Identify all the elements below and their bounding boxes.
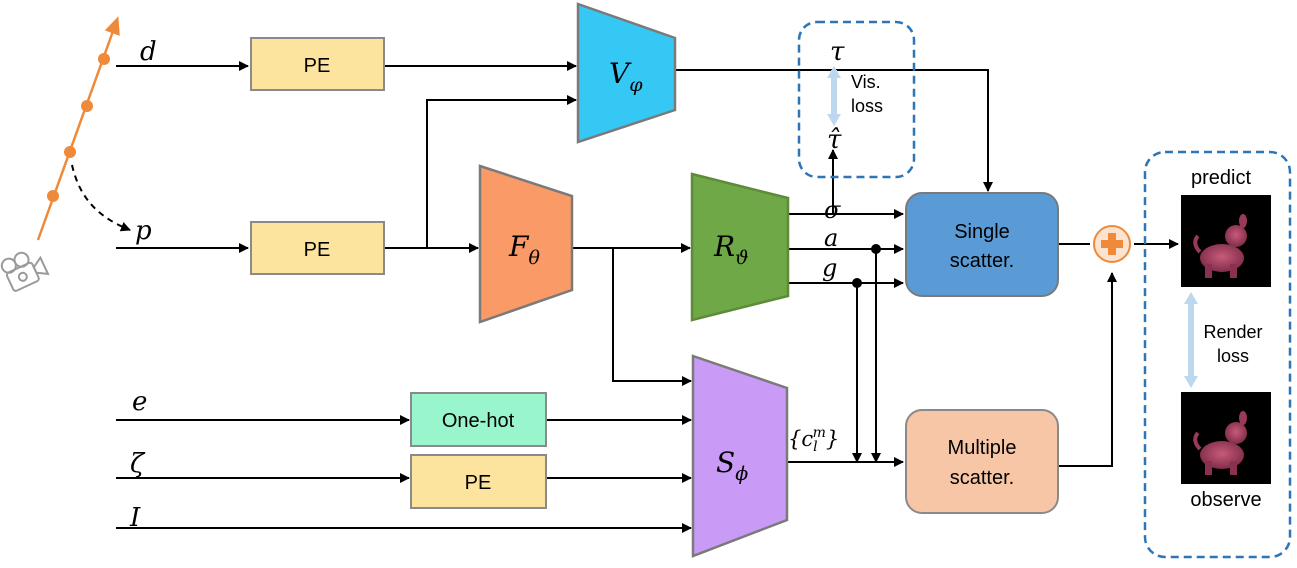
svg-text:scatter.: scatter. [950,250,1014,272]
render-loss-arrow-icon [1184,292,1198,388]
svg-text:PE: PE [465,472,492,494]
network-r: Rϑ [690,172,790,322]
render-loss-label-1: Render [1203,322,1262,342]
ray-sample-point [81,100,93,112]
pe-box-zeta: PE [410,454,547,509]
input-p-label: p [135,216,152,246]
svg-text:Fθ: Fθ [508,230,540,269]
svg-text:PE: PE [304,239,331,261]
svg-text:Vφ: Vφ [609,57,643,96]
ray-sample-point [64,146,76,158]
svg-text:Sϕ: Sϕ [716,446,748,485]
svg-text:One-hot: One-hot [442,410,515,432]
tau-hat-label: τ̂ [827,125,842,155]
predict-label: predict [1191,167,1251,189]
svg-text:Multiple: Multiple [948,437,1017,459]
input-e-label: e [132,387,147,417]
connections [116,61,1179,533]
network-s: Sϕ [691,354,789,558]
svg-text:Rϑ: Rϑ [713,230,749,269]
albedo-label: a [824,224,838,252]
camera-ray [36,16,131,241]
double-arrow-icon [827,66,841,126]
render-output-box: predict Render loss observe [1143,150,1292,559]
predicted-image [1181,195,1271,287]
plus-icon [1093,225,1131,263]
sh-coeff-label: {clm} [788,425,839,455]
vis-loss-label-1: Vis. [851,72,881,92]
input-zeta-label: ζ [130,449,146,479]
multiple-scatter-block: Multiple scatter. [905,409,1059,514]
g-label: g [822,254,837,282]
sigma-label: σ [824,196,841,224]
single-scatter-block: Single scatter. [905,192,1059,297]
svg-text:Single: Single [954,221,1010,243]
render-loss-label-2: loss [1217,346,1249,366]
pe-box-p: PE [250,221,385,275]
ray-sample-point [98,53,110,65]
svg-text:PE: PE [304,55,331,77]
network-v: Vφ [576,2,677,144]
vis-loss-label-2: loss [851,96,883,116]
input-I-label: I [129,503,141,533]
observe-label: observe [1190,489,1261,511]
ray-sample-point [47,190,59,202]
input-d-label: d [140,37,157,67]
svg-text:scatter.: scatter. [950,467,1014,489]
camera-icon [0,251,50,292]
visibility-loss-box: τ τ̂ Vis. loss [797,20,916,179]
onehot-box: One-hot [410,392,547,447]
pe-box-d: PE [250,37,385,91]
observed-image [1181,392,1271,484]
tau-label: τ [830,37,845,67]
network-f: Fθ [478,164,574,324]
